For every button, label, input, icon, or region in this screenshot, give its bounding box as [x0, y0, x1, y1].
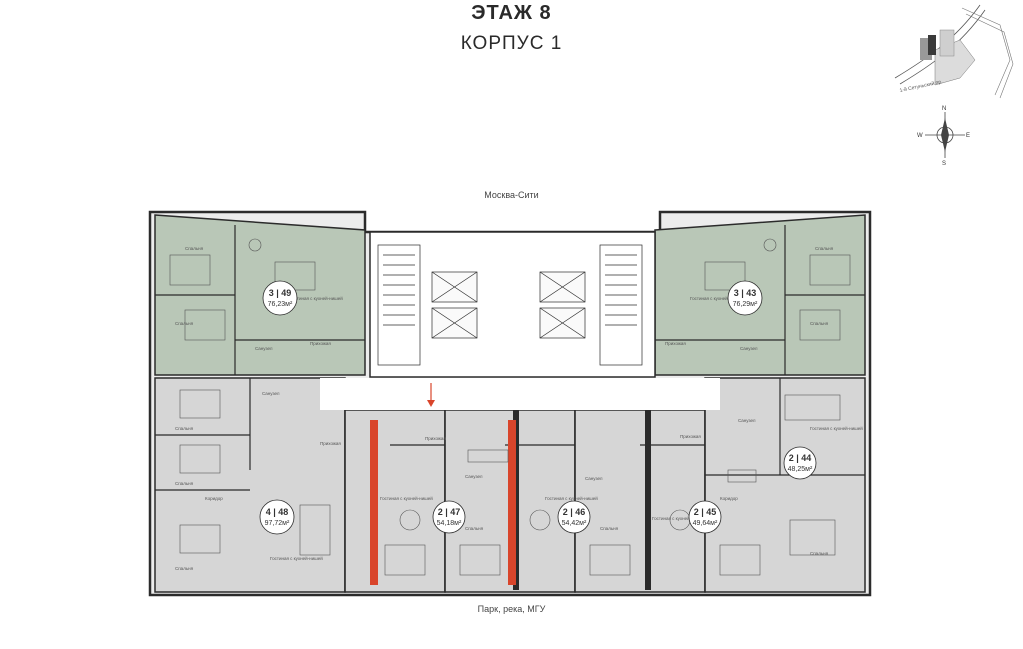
svg-text:Коридор: Коридор: [205, 496, 223, 501]
svg-text:76,29м²: 76,29м²: [733, 301, 758, 308]
svg-text:Прихожая: Прихожая: [310, 341, 331, 346]
svg-text:Гостиная с кухней-нишей: Гостиная с кухней-нишей: [380, 495, 433, 501]
compass-w: W: [917, 133, 923, 139]
highlight-column: [370, 420, 378, 585]
compass-s: S: [942, 161, 946, 167]
svg-text:Гостиная с кухней-нишей: Гостиная с кухней-нишей: [690, 295, 743, 301]
svg-text:Спальня: Спальня: [600, 526, 619, 531]
svg-text:Спальня: Спальня: [810, 321, 829, 326]
svg-text:Гостиная с кухней-нишей: Гостиная с кухней-нишей: [290, 295, 343, 301]
svg-text:Санузел: Санузел: [585, 476, 603, 481]
svg-text:Спальня: Спальня: [175, 426, 194, 431]
svg-text:Прихожая: Прихожая: [425, 436, 446, 441]
svg-text:Прихожая: Прихожая: [665, 341, 686, 346]
svg-text:Гостиная с кухней-нишей: Гостиная с кухней-нишей: [810, 425, 863, 431]
orientation-top-label: Москва-Сити: [484, 190, 539, 200]
svg-text:Санузел: Санузел: [255, 346, 273, 351]
orientation-bottom-label: Парк, река, МГУ: [477, 604, 546, 614]
entrance-arrow: [427, 383, 435, 407]
svg-text:Спальня: Спальня: [465, 526, 484, 531]
svg-text:Спальня: Спальня: [175, 481, 194, 486]
compass: N S E W: [917, 106, 970, 167]
building-title: КОРПУС 1: [460, 33, 563, 54]
svg-text:Гостиная с кухней-нишей: Гостиная с кухней-нишей: [545, 495, 598, 501]
structural-wall: [645, 410, 651, 590]
svg-text:3 | 49: 3 | 49: [269, 288, 292, 298]
svg-text:3 | 43: 3 | 43: [734, 288, 757, 298]
stair-right: [599, 244, 643, 366]
core: [369, 231, 656, 378]
svg-text:54,42м²: 54,42м²: [562, 520, 587, 527]
svg-text:2 | 46: 2 | 46: [563, 507, 586, 517]
svg-text:Санузел: Санузел: [465, 474, 483, 479]
svg-text:97,72м²: 97,72м²: [265, 520, 290, 527]
svg-text:Спальня: Спальня: [175, 321, 194, 326]
svg-text:76,23м²: 76,23м²: [268, 301, 293, 308]
apartment-badge-2-44[interactable]: 2 | 44 48,25м²: [783, 446, 817, 480]
stair-left: [377, 244, 421, 366]
svg-text:Санузел: Санузел: [738, 418, 756, 423]
apartment-badge-3-49[interactable]: 3 | 49 76,23м²: [262, 280, 298, 316]
svg-text:Санузел: Санузел: [740, 346, 758, 351]
compass-n: N: [942, 106, 946, 112]
svg-text:Спальня: Спальня: [185, 246, 204, 251]
highlight-column: [508, 420, 516, 585]
svg-text:4 | 48: 4 | 48: [266, 507, 289, 517]
svg-text:54,18м²: 54,18м²: [437, 520, 462, 527]
svg-text:Прихожая: Прихожая: [320, 441, 341, 446]
svg-text:Прихожая: Прихожая: [680, 434, 701, 439]
svg-text:Гостиная с кухней-нишей: Гостиная с кухней-нишей: [652, 515, 705, 521]
svg-text:Гостиная с кухней-нишей: Гостиная с кухней-нишей: [270, 555, 323, 561]
svg-text:Санузел: Санузел: [262, 391, 280, 396]
floor-title: ЭТАЖ 8: [471, 2, 552, 24]
svg-text:Спальня: Спальня: [175, 566, 194, 571]
compass-e: E: [966, 133, 970, 139]
apartment-badge-3-43[interactable]: 3 | 43 76,29м²: [727, 280, 763, 316]
apartment-badge-2-47[interactable]: 2 | 47 54,18м²: [432, 500, 466, 534]
svg-text:2 | 47: 2 | 47: [438, 507, 461, 517]
svg-text:48,25м²: 48,25м²: [788, 466, 813, 473]
svg-text:2 | 44: 2 | 44: [789, 453, 812, 463]
svg-text:49,64м²: 49,64м²: [693, 520, 718, 527]
elevators: [431, 271, 586, 339]
apartment-badge-2-45[interactable]: 2 | 45 49,64м²: [688, 500, 722, 534]
room-labels: Спальня Спальня Гостиная с кухней-нишей …: [175, 246, 863, 571]
svg-text:Спальня: Спальня: [810, 551, 829, 556]
apartment-badge-2-46[interactable]: 2 | 46 54,42м²: [557, 500, 591, 534]
apartment-badge-4-48[interactable]: 4 | 48 97,72м²: [259, 499, 295, 535]
corridor: [320, 378, 720, 410]
location-map: 1-й Сетуньский пр.: [894, 4, 1014, 99]
svg-text:Спальня: Спальня: [815, 246, 834, 251]
svg-text:Коридор: Коридор: [720, 496, 738, 501]
svg-text:2 | 45: 2 | 45: [694, 507, 717, 517]
